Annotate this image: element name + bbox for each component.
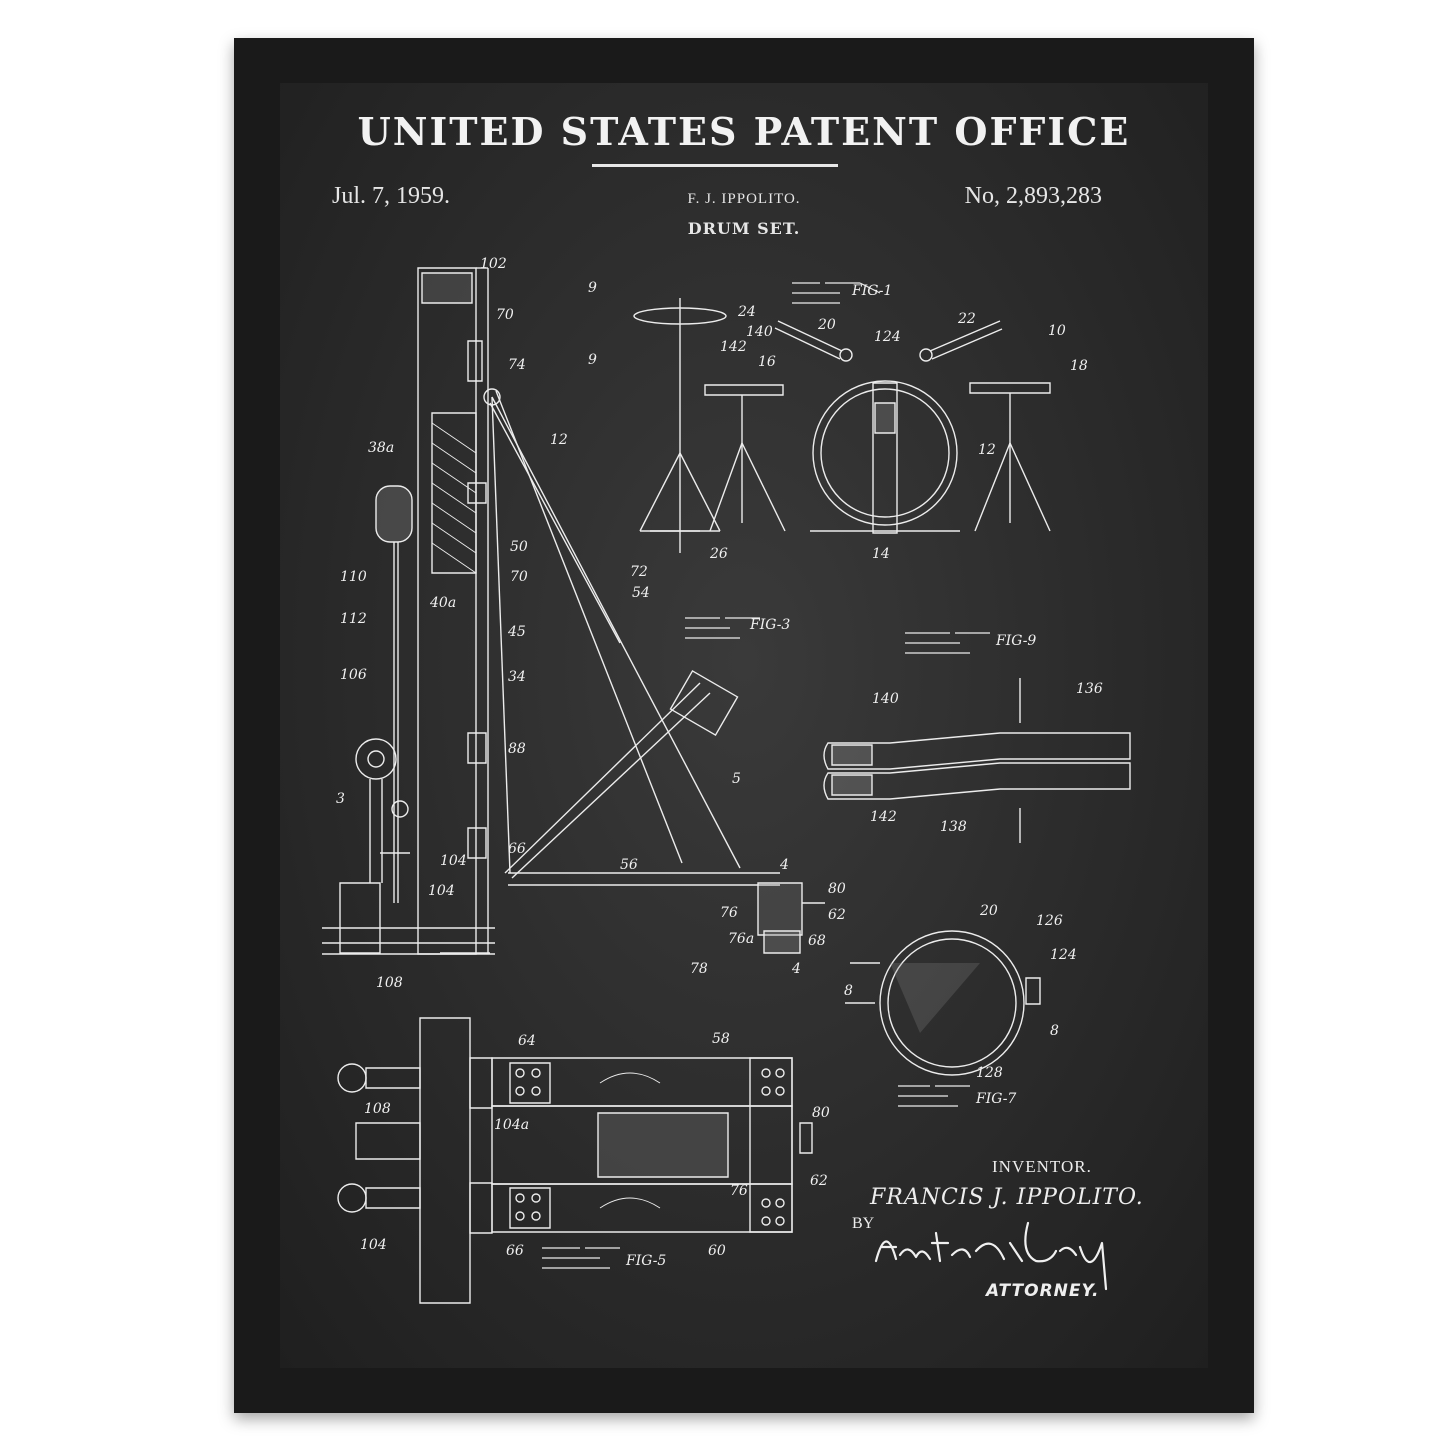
ref-70: 70 bbox=[496, 307, 514, 323]
ref-104a-fig5: 104a bbox=[494, 1117, 529, 1133]
fig9-label: FIG-9 bbox=[995, 633, 1036, 649]
ref-54: 54 bbox=[632, 585, 650, 601]
ref-142-fig9: 142 bbox=[870, 809, 897, 825]
fig1-label: FIG-1 bbox=[851, 283, 892, 299]
ref-74: 74 bbox=[508, 357, 526, 373]
inventor-label: INVENTOR. bbox=[992, 1157, 1092, 1176]
ref-102: 102 bbox=[480, 256, 507, 272]
ref-138: 138 bbox=[940, 819, 967, 835]
ref-4-top: 4 bbox=[779, 857, 789, 873]
ref-14: 14 bbox=[872, 546, 890, 562]
ref-78: 78 bbox=[690, 961, 708, 977]
attorney-label: ATTORNEY. bbox=[986, 1281, 1100, 1301]
ref-3: 3 bbox=[336, 791, 345, 807]
patent-drawing: FIG-1 FIG-3 FIG-9 FIG-7 FIG-5 102 70 74 … bbox=[280, 256, 1208, 1368]
ref-38a: 38a bbox=[368, 440, 394, 456]
ref-45: 45 bbox=[507, 624, 526, 640]
ref-8-right: 8 bbox=[1050, 1023, 1059, 1039]
ref-62-fig5: 62 bbox=[810, 1173, 828, 1189]
ref-70-lower: 70 bbox=[510, 569, 528, 585]
office-title: UNITED STATES PATENT OFFICE bbox=[357, 109, 1131, 154]
fig5-drawing bbox=[338, 1018, 812, 1303]
fig7-label: FIG-7 bbox=[975, 1091, 1016, 1107]
ref-76-fig5: 76 bbox=[730, 1183, 748, 1199]
patent-date: Jul. 7, 1959. bbox=[332, 183, 451, 209]
ref-104-a: 104 bbox=[440, 853, 467, 869]
fig7-drawing bbox=[845, 931, 1040, 1075]
patent-board: UNITED STATES PATENT OFFICE Jul. 7, 1959… bbox=[280, 83, 1208, 1368]
ref-112: 112 bbox=[340, 611, 367, 627]
patent-number: No, 2,893,283 bbox=[964, 183, 1102, 209]
ref-40a: 40a bbox=[429, 595, 456, 611]
ref-34: 34 bbox=[508, 669, 526, 685]
ref-50: 50 bbox=[510, 539, 528, 555]
ref-22: 22 bbox=[957, 311, 976, 327]
ref-72: 72 bbox=[630, 564, 648, 580]
inventor-name: FRANCIS J. IPPOLITO. bbox=[870, 1185, 1144, 1210]
fig1-drawing bbox=[634, 298, 1050, 553]
ref-64: 64 bbox=[518, 1033, 536, 1049]
ref-12-fig3: 12 bbox=[550, 432, 568, 448]
inventor-short: F. J. IPPOLITO. bbox=[687, 191, 801, 207]
fig5-label: FIG-5 bbox=[625, 1253, 666, 1269]
ref-66-fig5: 66 bbox=[506, 1243, 524, 1259]
ref-16: 16 bbox=[758, 354, 776, 370]
fig3-label: FIG-3 bbox=[749, 617, 790, 633]
ref-124-fig1: 124 bbox=[874, 329, 901, 345]
ref-10: 10 bbox=[1048, 323, 1066, 339]
ref-76a: 76a bbox=[728, 931, 754, 947]
ref-104-fig5: 104 bbox=[360, 1237, 387, 1253]
ref-80-fig3: 80 bbox=[828, 881, 846, 897]
ref-108-fig3: 108 bbox=[376, 975, 403, 991]
ref-56: 56 bbox=[620, 857, 638, 873]
ref-108-fig5: 108 bbox=[364, 1101, 391, 1117]
ref-140-fig1: 140 bbox=[746, 324, 773, 340]
ref-9-top: 9 bbox=[588, 280, 597, 296]
by-label: BY bbox=[852, 1215, 875, 1232]
ref-106: 106 bbox=[340, 667, 367, 683]
ref-58: 58 bbox=[712, 1031, 730, 1047]
attorney-signature-mark bbox=[876, 1223, 1106, 1289]
ref-20-fig1: 20 bbox=[817, 317, 836, 333]
ref-12-fig1: 12 bbox=[978, 442, 996, 458]
ref-126: 126 bbox=[1036, 913, 1063, 929]
ref-110: 110 bbox=[340, 569, 367, 585]
ref-5: 5 bbox=[732, 771, 741, 787]
ref-88: 88 bbox=[508, 741, 526, 757]
ref-124-fig7: 124 bbox=[1050, 947, 1077, 963]
ref-8-left: 8 bbox=[844, 983, 853, 999]
ref-66: 66 bbox=[508, 841, 526, 857]
ref-104-b: 104 bbox=[428, 883, 455, 899]
invention-name: DRUM SET. bbox=[687, 219, 801, 238]
ref-4-bottom: 4 bbox=[791, 961, 801, 977]
ref-142-fig1: 142 bbox=[720, 339, 747, 355]
ref-24: 24 bbox=[737, 304, 756, 320]
ref-26: 26 bbox=[709, 546, 728, 562]
fig9-drawing bbox=[824, 678, 1130, 843]
title-underline bbox=[592, 164, 838, 167]
ref-18: 18 bbox=[1070, 358, 1088, 374]
ref-60: 60 bbox=[708, 1243, 726, 1259]
ref-62-fig3: 62 bbox=[828, 907, 846, 923]
ref-20-fig7: 20 bbox=[979, 903, 998, 919]
ref-128: 128 bbox=[976, 1065, 1003, 1081]
figure-label-marks bbox=[542, 283, 990, 1268]
ref-9-bottom: 9 bbox=[588, 352, 597, 368]
fig3-drawing bbox=[322, 268, 825, 954]
ref-140-fig9: 140 bbox=[872, 691, 899, 707]
ref-76-fig3: 76 bbox=[720, 905, 738, 921]
ref-136: 136 bbox=[1076, 681, 1103, 697]
ref-68: 68 bbox=[808, 933, 826, 949]
ref-80-fig5: 80 bbox=[812, 1105, 830, 1121]
